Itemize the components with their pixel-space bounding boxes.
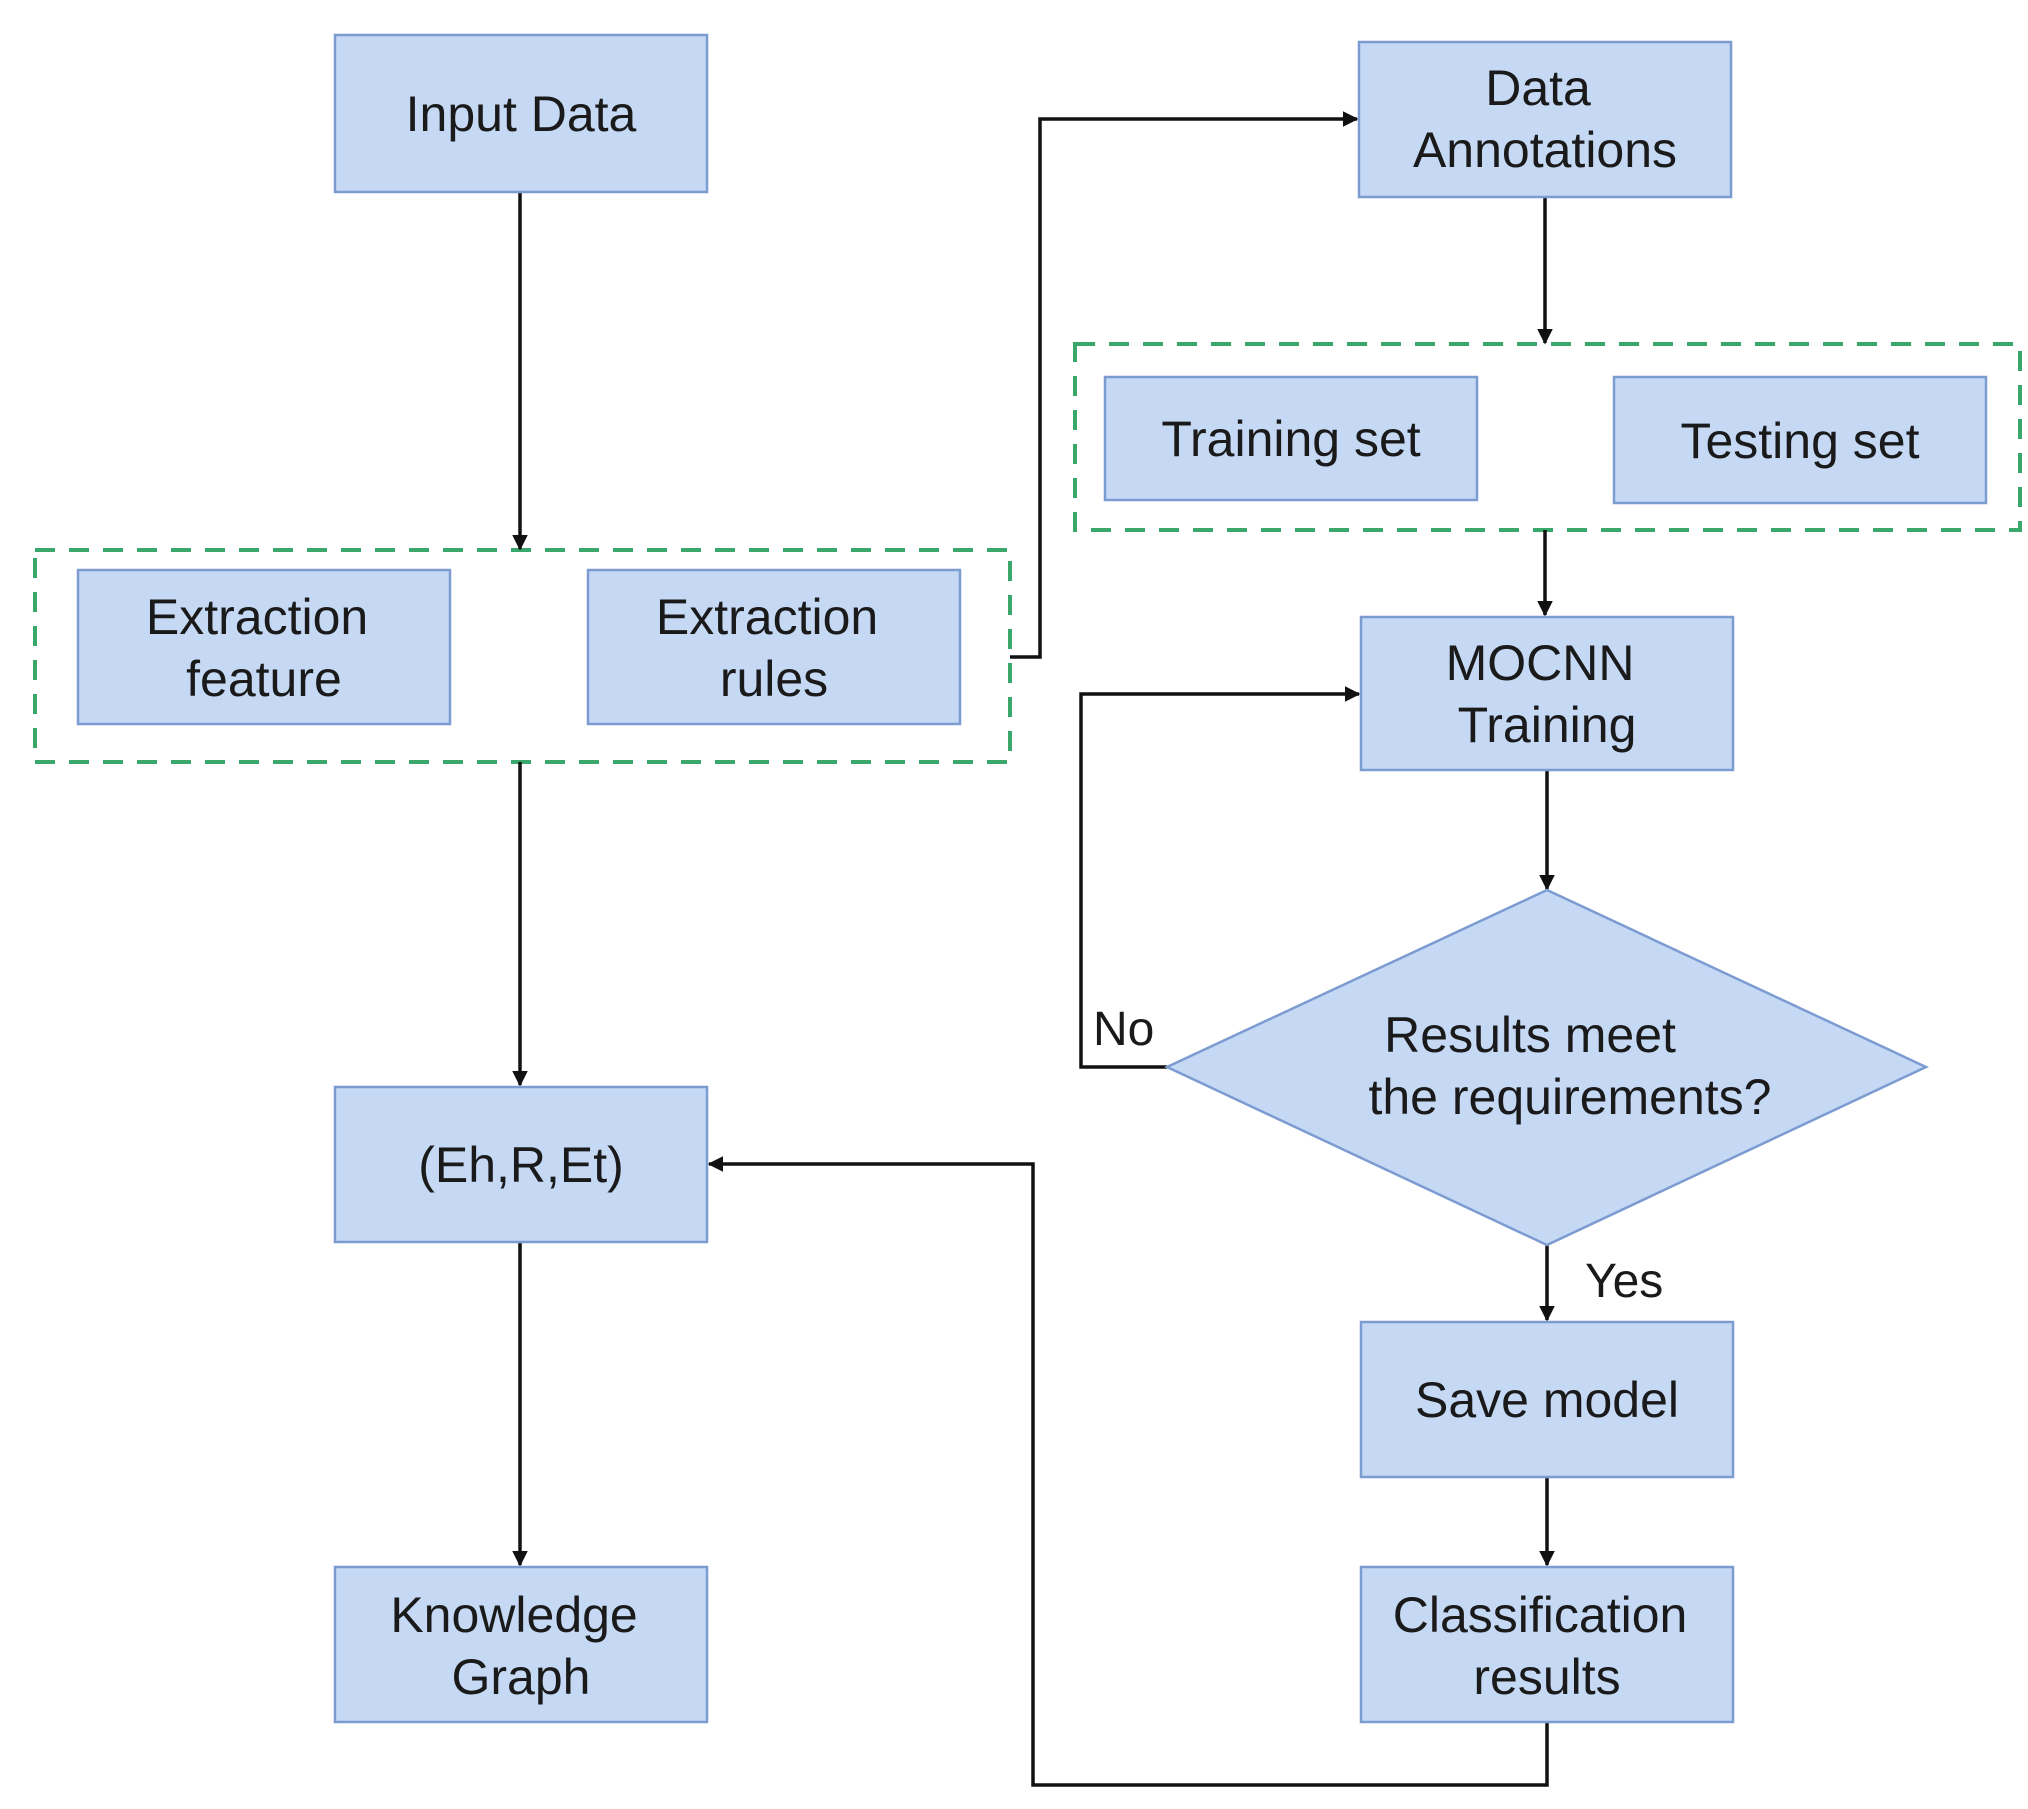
mocnn-training-label: MOCNN Training: [1446, 635, 1649, 753]
edge-label-no: No: [1093, 1003, 1154, 1056]
testing-set-label: Testing set: [1680, 413, 1919, 469]
triple-label: (Eh,R,Et): [418, 1137, 624, 1193]
triple-node: (Eh,R,Et): [333, 1085, 709, 1244]
classification-results-node: Classification results: [1359, 1565, 1735, 1724]
extraction-rules-label: Extraction rules: [656, 589, 892, 707]
edge-classification-to-triple: [707, 1156, 1549, 1787]
edges: [512, 111, 1555, 1787]
testing-set-line-1: Testing set: [1680, 413, 1919, 469]
mocnn-training-node: MOCNN Training: [1359, 615, 1735, 772]
extraction-rules-line-2: rules: [720, 651, 828, 707]
input-data-node: Input Data: [333, 33, 709, 194]
training-set-label: Training set: [1161, 411, 1420, 467]
training-set-node: Training set: [1103, 375, 1479, 502]
save-model-line-1: Save model: [1415, 1372, 1679, 1428]
knowledge-graph-node: Knowledge Graph: [333, 1565, 709, 1724]
training-set-line-1: Training set: [1161, 411, 1420, 467]
extraction-rules-line-1: Extraction: [656, 589, 878, 645]
testing-set-node: Testing set: [1612, 375, 1988, 505]
classification-results-label: Classification results: [1393, 1587, 1701, 1705]
save-model-node: Save model: [1359, 1320, 1735, 1479]
decision-line-1: Results meet: [1384, 1007, 1676, 1063]
mocnn-training-line-2: Training: [1458, 697, 1637, 753]
edge-decision-no-loop: [1079, 686, 1361, 1069]
extraction-feature-line-2: feature: [186, 651, 342, 707]
save-model-label: Save model: [1415, 1372, 1679, 1428]
triple-line-1: (Eh,R,Et): [418, 1137, 624, 1193]
decision-label: Results meet the requirements?: [1368, 1007, 1771, 1125]
mocnn-training-line-1: MOCNN: [1446, 635, 1635, 691]
extraction-feature-label: Extraction feature: [146, 589, 382, 707]
extraction-rules-node: Extraction rules: [586, 568, 962, 726]
decision-node: Results meet the requirements?: [1164, 888, 1929, 1247]
data-annotations-node: Data Annotations: [1357, 40, 1733, 199]
knowledge-graph-line-2: Graph: [452, 1649, 591, 1705]
knowledge-graph-line-1: Knowledge: [390, 1587, 637, 1643]
extraction-feature-line-1: Extraction: [146, 589, 368, 645]
data-annotations-line-2: Annotations: [1413, 122, 1677, 178]
input-data-label: Input Data: [406, 86, 637, 142]
edge-label-yes: Yes: [1585, 1255, 1663, 1308]
data-annotations-line-1: Data: [1485, 60, 1591, 116]
classification-results-line-2: results: [1473, 1649, 1620, 1705]
knowledge-graph-label: Knowledge Graph: [390, 1587, 651, 1705]
dataset-split-group-frame: [1073, 342, 2022, 532]
data-annotations-label: Data Annotations: [1413, 60, 1677, 178]
edge-extraction-to-annotations: [1010, 111, 1359, 659]
input-data-line-1: Input Data: [406, 86, 637, 142]
decision-line-2: the requirements?: [1368, 1069, 1771, 1125]
extraction-feature-node: Extraction feature: [76, 568, 452, 726]
classification-results-line-1: Classification: [1393, 1587, 1688, 1643]
